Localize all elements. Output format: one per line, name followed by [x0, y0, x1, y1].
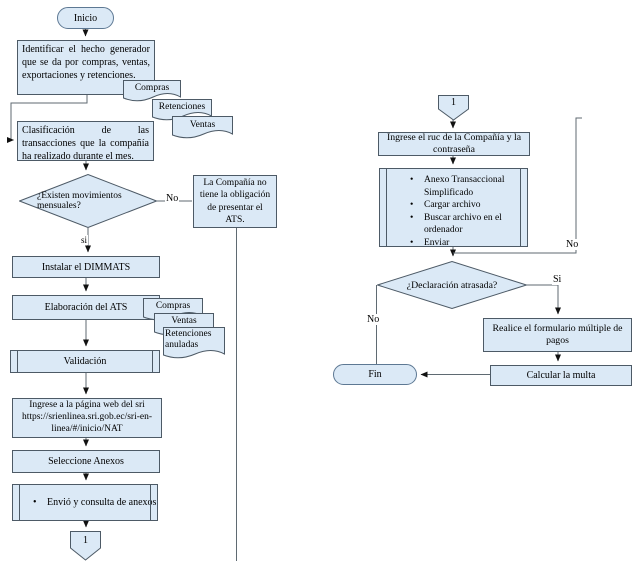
document-ventas-top: Ventas	[172, 116, 233, 143]
offpage-connector-left-label: 1	[83, 534, 88, 546]
step-item: Buscar archivo en el ordenador	[410, 212, 515, 237]
end-terminal: Fin	[333, 364, 417, 385]
multiple-form-label: Realice el formulario múltiple de pagos	[492, 322, 623, 346]
edge-label-si-right: Si	[552, 274, 563, 285]
elaborate-process: Elaboración del ATS	[12, 295, 160, 320]
edge-label-no-right: No	[366, 314, 381, 325]
document-compras-mid-label: Compras	[155, 301, 191, 311]
elaborate-label: Elaboración del ATS	[44, 302, 128, 313]
decision-movimientos: ¿Existen movimientos mensuales?	[19, 174, 157, 228]
step-item: Cargar archivo	[410, 199, 515, 212]
install-process: Instalar el DIMMATS	[12, 256, 160, 278]
calc-fine-label: Calcular la multa	[526, 370, 596, 381]
select-anexos-label: Seleccione Anexos	[48, 456, 124, 467]
start-label: Inicio	[73, 12, 98, 24]
classify-process: Clasificación de las transacciones que l…	[17, 121, 154, 162]
send-consult-label: Envió y consulta de anexos	[33, 496, 156, 509]
edge-label-si: si	[80, 235, 89, 245]
document-retenciones-anuladas-label: Retenciones anuladas	[165, 328, 212, 350]
identify-label: Identificar el hecho generador que se da…	[22, 44, 150, 81]
document-compras-top: Compras	[123, 80, 181, 106]
no-obligation-process: La Compañía no tiene la obligación de pr…	[193, 175, 277, 228]
ruc-label: Ingrese el ruc de la Compañía y la contr…	[386, 132, 522, 155]
document-retenciones-anuladas: Retenciones anuladas	[163, 327, 225, 363]
web-label: Ingrese a la página web del sri https://…	[21, 400, 153, 434]
send-consult-subprocess: Envió y consulta de anexos	[12, 484, 158, 521]
steps-subprocess: Anexo Transaccional Simplificado Cargar …	[379, 168, 528, 249]
step-item: Anexo Transaccional Simplificado	[410, 174, 515, 199]
install-label: Instalar el DIMMATS	[41, 261, 131, 273]
offpage-connector-right-label: 1	[451, 97, 456, 108]
multiple-form-process: Realice el formulario múltiple de pagos	[483, 318, 632, 352]
document-ventas-top-label: Ventas	[189, 119, 216, 130]
validation-label: Validación	[63, 356, 107, 367]
calc-fine-process: Calcular la multa	[490, 365, 632, 386]
document-compras-top-label: Compras	[134, 83, 170, 93]
decision-movimientos-label: ¿Existen movimientos mensuales?	[37, 191, 122, 211]
decision-atrasada-label: ¿Declaración atrasada?	[406, 279, 498, 291]
validation-subprocess: Validación	[10, 350, 160, 373]
classify-label: Clasificación de las transacciones que l…	[22, 125, 149, 162]
document-retenciones-top-label: Retenciones	[158, 102, 206, 112]
start-terminal: Inicio	[57, 7, 114, 29]
steps-list: Anexo Transaccional Simplificado Cargar …	[396, 174, 517, 249]
web-process: Ingrese a la página web del sri https://…	[12, 398, 162, 438]
no-obligation-label: La Compañía no tiene la obligación de pr…	[199, 177, 271, 225]
offpage-connector-right: 1	[438, 95, 469, 121]
offpage-connector-left: 1	[70, 531, 101, 561]
document-retenciones-top: Retenciones	[152, 99, 212, 125]
select-anexos-process: Seleccione Anexos	[12, 450, 160, 473]
edge-label-no-loop: No	[565, 239, 580, 250]
decision-atrasada: ¿Declaración atrasada?	[377, 261, 527, 309]
edge-decision-si-formulario	[527, 284, 561, 315]
end-label: Fin	[368, 369, 382, 380]
ruc-process: Ingrese el ruc de la Compañía y la contr…	[378, 132, 530, 156]
step-item: Enviar	[410, 237, 515, 250]
document-ventas-mid-label: Ventas	[171, 316, 197, 326]
edge-label-no: No	[165, 193, 180, 204]
